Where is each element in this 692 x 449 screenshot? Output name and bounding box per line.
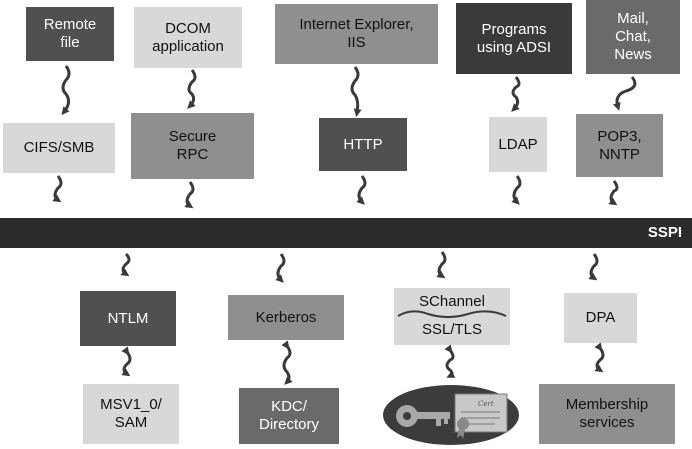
- pop3-nntp-box: POP3, NNTP: [576, 114, 663, 177]
- arrow-adsi-to-ldap: [511, 76, 521, 112]
- certificate-text: Cert: [478, 400, 494, 408]
- sspi-label: SSPI: [647, 224, 682, 241]
- arrow-ldap-to-sspi: [511, 175, 522, 205]
- box-line: using ADSI: [476, 38, 552, 56]
- box-line: DPA: [585, 309, 616, 326]
- box-line: DCOM: [165, 19, 211, 37]
- box-line: application: [152, 37, 224, 55]
- cifs-smb-box: CIFS/SMB: [3, 123, 115, 173]
- arrow-sspi-to-kerberos: [275, 253, 286, 283]
- box-line: NTLM: [107, 309, 149, 327]
- arrow-dcom-to-rpc: [187, 69, 197, 109]
- arrow-pop3-to-sspi: [608, 180, 619, 206]
- http-box: HTTP: [319, 118, 407, 171]
- dcom-application-box: DCOM application: [134, 7, 242, 68]
- secure-rpc-box: Secure RPC: [131, 113, 254, 179]
- box-line: News: [614, 46, 652, 63]
- box-line: RPC: [176, 146, 209, 163]
- programs-using-adsi-box: Programs using ADSI: [456, 3, 572, 74]
- arrow-sspi-to-schannel: [436, 251, 447, 279]
- sspi-bar: SSPI: [0, 218, 692, 248]
- box-line: Membership: [565, 396, 649, 413]
- box-line: SAM: [114, 414, 148, 431]
- box-line: Secure: [168, 128, 217, 145]
- arrow-mail-to-pop3: [612, 76, 637, 111]
- arrow-http-to-sspi: [356, 175, 367, 205]
- box-line: Mail,: [617, 10, 649, 27]
- kerberos-box: Kerberos: [228, 295, 344, 340]
- arrow-kerberos-kdc: [281, 340, 293, 385]
- arrow-cifs-to-sspi: [52, 175, 63, 203]
- arrow-schannel-cert: [444, 344, 456, 378]
- box-line: Internet Explorer,: [299, 16, 414, 33]
- box-line: Directory: [258, 416, 319, 433]
- box-line: services: [579, 414, 635, 431]
- box-line: HTTP: [343, 135, 383, 153]
- box-line: file: [60, 34, 80, 51]
- schannel-separator: [397, 310, 507, 318]
- ssl-tls-label: SSL/TLS: [421, 321, 483, 338]
- box-line: Remote: [43, 16, 97, 33]
- box-line: KDC/: [271, 398, 307, 415]
- schannel-label-wrap: SChannel: [419, 288, 485, 316]
- box-line: CIFS/SMB: [23, 139, 95, 156]
- membership-services-box: Membership services: [539, 384, 675, 444]
- box-line: Kerberos: [255, 308, 317, 326]
- arrow-sspi-to-ntlm: [120, 252, 131, 277]
- ntlm-box: NTLM: [80, 291, 176, 346]
- box-line: MSV1_0/: [100, 396, 162, 413]
- arrow-ntlm-msv: [121, 346, 132, 377]
- msv1-0-sam-box: MSV1_0/ SAM: [83, 384, 179, 444]
- dpa-box: DPA: [564, 293, 637, 343]
- box-line: Programs: [481, 20, 547, 38]
- arrow-dpa-membership: [594, 342, 605, 373]
- arrow-ie-to-http: [350, 66, 362, 117]
- certificate-icon: Cert: [454, 393, 508, 439]
- arrow-rpc-to-sspi: [184, 181, 195, 209]
- mail-chat-news-box: Mail, Chat, News: [586, 0, 680, 74]
- box-line: IIS: [347, 34, 366, 51]
- kdc-directory-box: KDC/ Directory: [239, 388, 339, 444]
- ssl-tls-label-wrap: SSL/TLS: [422, 316, 482, 344]
- key-icon: [396, 405, 450, 427]
- internet-explorer-iis-box: Internet Explorer, IIS: [275, 4, 438, 64]
- schannel-label: SChannel: [419, 293, 485, 310]
- box-line: Chat,: [615, 28, 651, 45]
- box-line: LDAP: [498, 135, 538, 153]
- box-line: POP3,: [597, 127, 642, 145]
- ldap-box: LDAP: [489, 117, 547, 172]
- box-line: NNTP: [599, 145, 640, 163]
- arrow-sspi-to-dpa: [588, 253, 599, 281]
- remote-file-box: Remote file: [26, 7, 114, 61]
- arrow-remote-to-cifs: [61, 65, 71, 116]
